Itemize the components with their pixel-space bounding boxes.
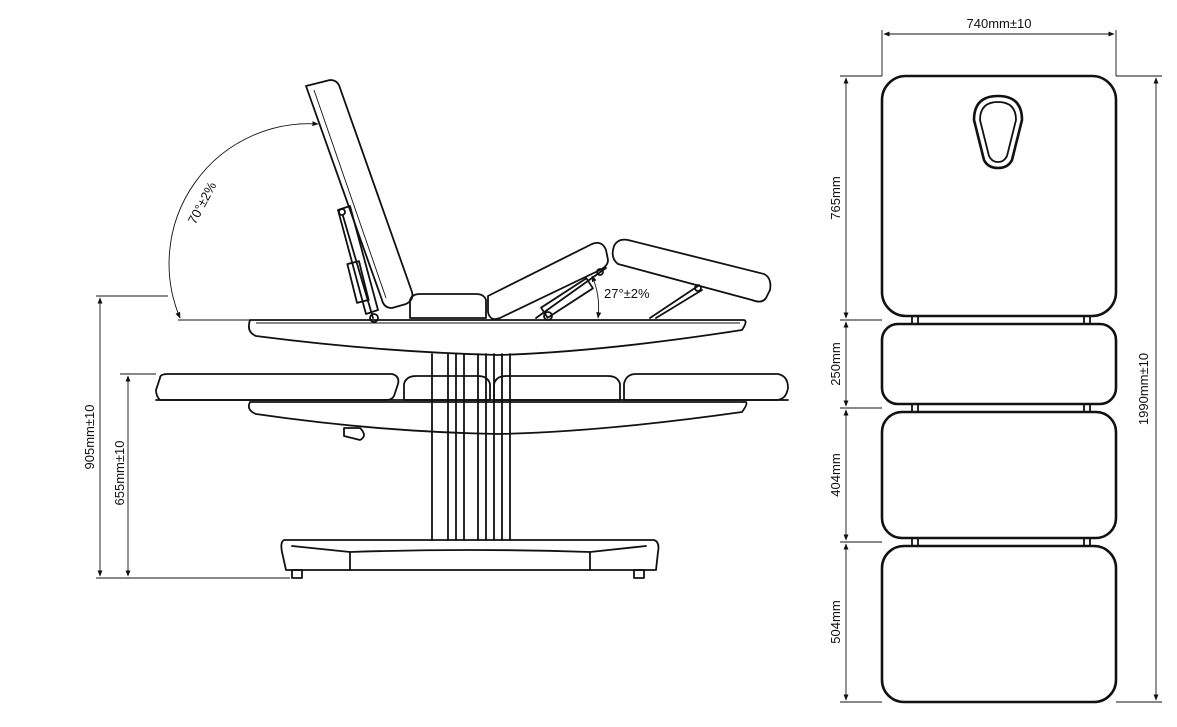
- lower-table-position: [155, 373, 789, 441]
- total-length-label: 1990mm±10: [1136, 353, 1151, 425]
- lifting-column: [431, 353, 511, 541]
- width-label: 740mm±10: [967, 16, 1032, 31]
- min-height-label: 655mm±10: [112, 441, 127, 506]
- head-section-label: 765mm: [828, 176, 843, 219]
- thigh-section-label: 404mm: [828, 453, 843, 496]
- base: [280, 539, 660, 579]
- backrest-angle-dimension: 70°±2%: [168, 121, 319, 321]
- max-height-label: 905mm±10: [82, 405, 97, 470]
- upper-table-position: [247, 79, 772, 356]
- thigh-section: [880, 410, 1118, 540]
- seat-section-label: 250mm: [828, 342, 843, 385]
- side-view: 70°±2% 27°±2% 905mm±10 655mm±10: [82, 79, 789, 579]
- seat-section: [880, 322, 1118, 406]
- leg-section-label: 504mm: [828, 600, 843, 643]
- backrest-angle-label: 70°±2%: [185, 179, 220, 227]
- leg-angle-dimension: 27°±2%: [591, 275, 650, 319]
- height-dimensions: 905mm±10 655mm±10: [82, 295, 290, 579]
- top-view: 740mm±10 1990mm±10 765mm 250mm 404mm 504…: [828, 16, 1162, 704]
- leg-angle-label: 27°±2%: [604, 286, 650, 301]
- leg-section: [880, 544, 1118, 704]
- head-section: [880, 74, 1118, 318]
- face-hole: [972, 94, 1024, 170]
